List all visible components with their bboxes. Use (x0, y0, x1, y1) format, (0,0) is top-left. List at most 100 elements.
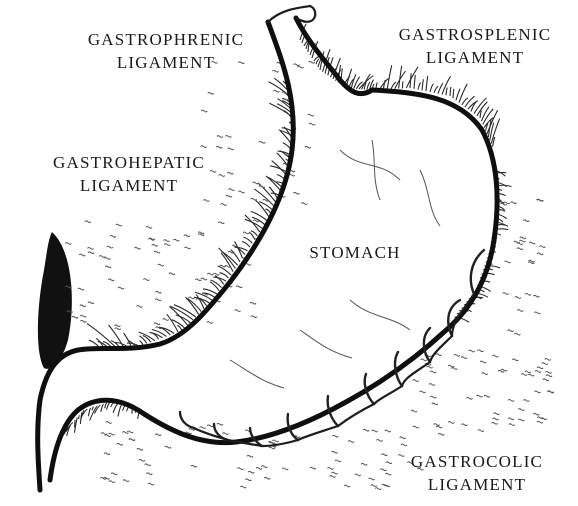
texture-stroke (239, 191, 245, 193)
texture-stroke (508, 330, 514, 332)
hatch-stroke (426, 76, 428, 91)
texture-stroke (85, 221, 91, 223)
texture-stroke (248, 471, 254, 473)
texture-stroke (117, 443, 123, 445)
texture-stroke (436, 426, 442, 428)
liver-shadow (38, 232, 72, 369)
texture-stroke (492, 422, 498, 424)
texture-stroke (501, 369, 507, 371)
texture-stroke (116, 224, 122, 226)
texture-stroke (243, 232, 249, 234)
label-line: LIGAMENT (400, 473, 554, 496)
texture-stroke (520, 240, 526, 242)
texture-stroke (207, 322, 213, 324)
texture-stroke (273, 440, 279, 442)
texture-stroke (533, 295, 539, 297)
texture-stroke (264, 477, 270, 479)
texture-stroke (108, 279, 114, 281)
texture-stroke (503, 293, 509, 295)
texture-stroke (164, 240, 170, 242)
texture-stroke (335, 460, 341, 462)
texture-stroke (88, 302, 94, 304)
texture-stroke (546, 375, 552, 377)
label-line: STOMACH (293, 241, 417, 264)
texture-stroke (537, 253, 543, 255)
hatch-stroke (251, 211, 268, 221)
texture-stroke (99, 256, 105, 258)
texture-stroke (104, 453, 110, 455)
texture-stroke (139, 459, 145, 461)
texture-stroke (332, 451, 338, 453)
texture-stroke (221, 204, 227, 206)
texture-stroke (201, 110, 207, 112)
texture-stroke (529, 242, 535, 244)
texture-stroke (310, 467, 316, 469)
texture-stroke (152, 244, 158, 246)
texture-stroke (145, 464, 151, 466)
texture-stroke (344, 485, 350, 487)
label-line: GASTROHEPATIC (30, 151, 228, 174)
texture-stroke (269, 447, 275, 449)
texture-stroke (545, 359, 551, 361)
texture-stroke (438, 433, 444, 435)
texture-stroke (173, 239, 179, 241)
texture-stroke (372, 430, 378, 432)
texture-stroke (521, 374, 527, 376)
hatch-stroke (113, 404, 117, 413)
texture-stroke (207, 425, 213, 427)
hatch-stroke (422, 79, 424, 90)
texture-stroke (200, 427, 206, 429)
texture-stroke (305, 146, 311, 148)
texture-stroke (401, 444, 407, 446)
stomach-greater-curvature (50, 90, 497, 480)
texture-stroke (525, 294, 531, 296)
texture-stroke (146, 473, 152, 475)
hatch-stroke (266, 176, 282, 193)
texture-stroke (330, 476, 336, 478)
hatch-stroke (418, 83, 421, 90)
texture-stroke (535, 391, 541, 393)
hatch-stroke (480, 111, 481, 119)
hatch-stroke (92, 407, 94, 410)
texture-stroke (134, 247, 140, 249)
texture-stroke (154, 323, 160, 325)
label-line: GASTROSPLENIC (386, 23, 564, 46)
texture-stroke (434, 424, 440, 426)
texture-stroke (480, 361, 486, 363)
texture-stroke (216, 146, 222, 148)
gastrophrenic-ligament-label: GASTROPHRENIC LIGAMENT (66, 28, 266, 74)
hatch-stroke (101, 404, 104, 412)
texture-stroke (236, 286, 242, 288)
texture-stroke (420, 391, 426, 393)
texture-stroke (385, 430, 391, 432)
texture-stroke (118, 287, 124, 289)
texture-stroke (413, 380, 419, 382)
label-line: LIGAMENT (30, 174, 228, 197)
label-line: LIGAMENT (66, 51, 266, 74)
texture-stroke (251, 316, 257, 318)
hatch-stroke (453, 89, 454, 98)
hatch-stroke (177, 325, 182, 330)
texture-stroke (110, 236, 116, 238)
texture-stroke (332, 435, 338, 437)
texture-stroke (101, 433, 107, 435)
hatch-stroke (118, 405, 121, 417)
texture-stroke (515, 297, 521, 299)
hatch-stroke (107, 402, 111, 410)
texture-stroke (508, 418, 514, 420)
texture-stroke (461, 357, 467, 359)
hatch-stroke (383, 80, 385, 89)
texture-stroke (146, 227, 152, 229)
texture-stroke (498, 370, 504, 372)
texture-stroke (259, 141, 265, 143)
texture-stroke (430, 371, 436, 373)
texture-stroke (273, 90, 279, 92)
texture-stroke (229, 189, 235, 191)
texture-stroke (240, 486, 246, 488)
texture-stroke (245, 479, 251, 481)
texture-stroke (165, 446, 171, 448)
texture-stroke (105, 258, 111, 260)
label-line: GASTROCOLIC (400, 450, 554, 473)
texture-stroke (201, 146, 207, 148)
texture-stroke (518, 409, 524, 411)
